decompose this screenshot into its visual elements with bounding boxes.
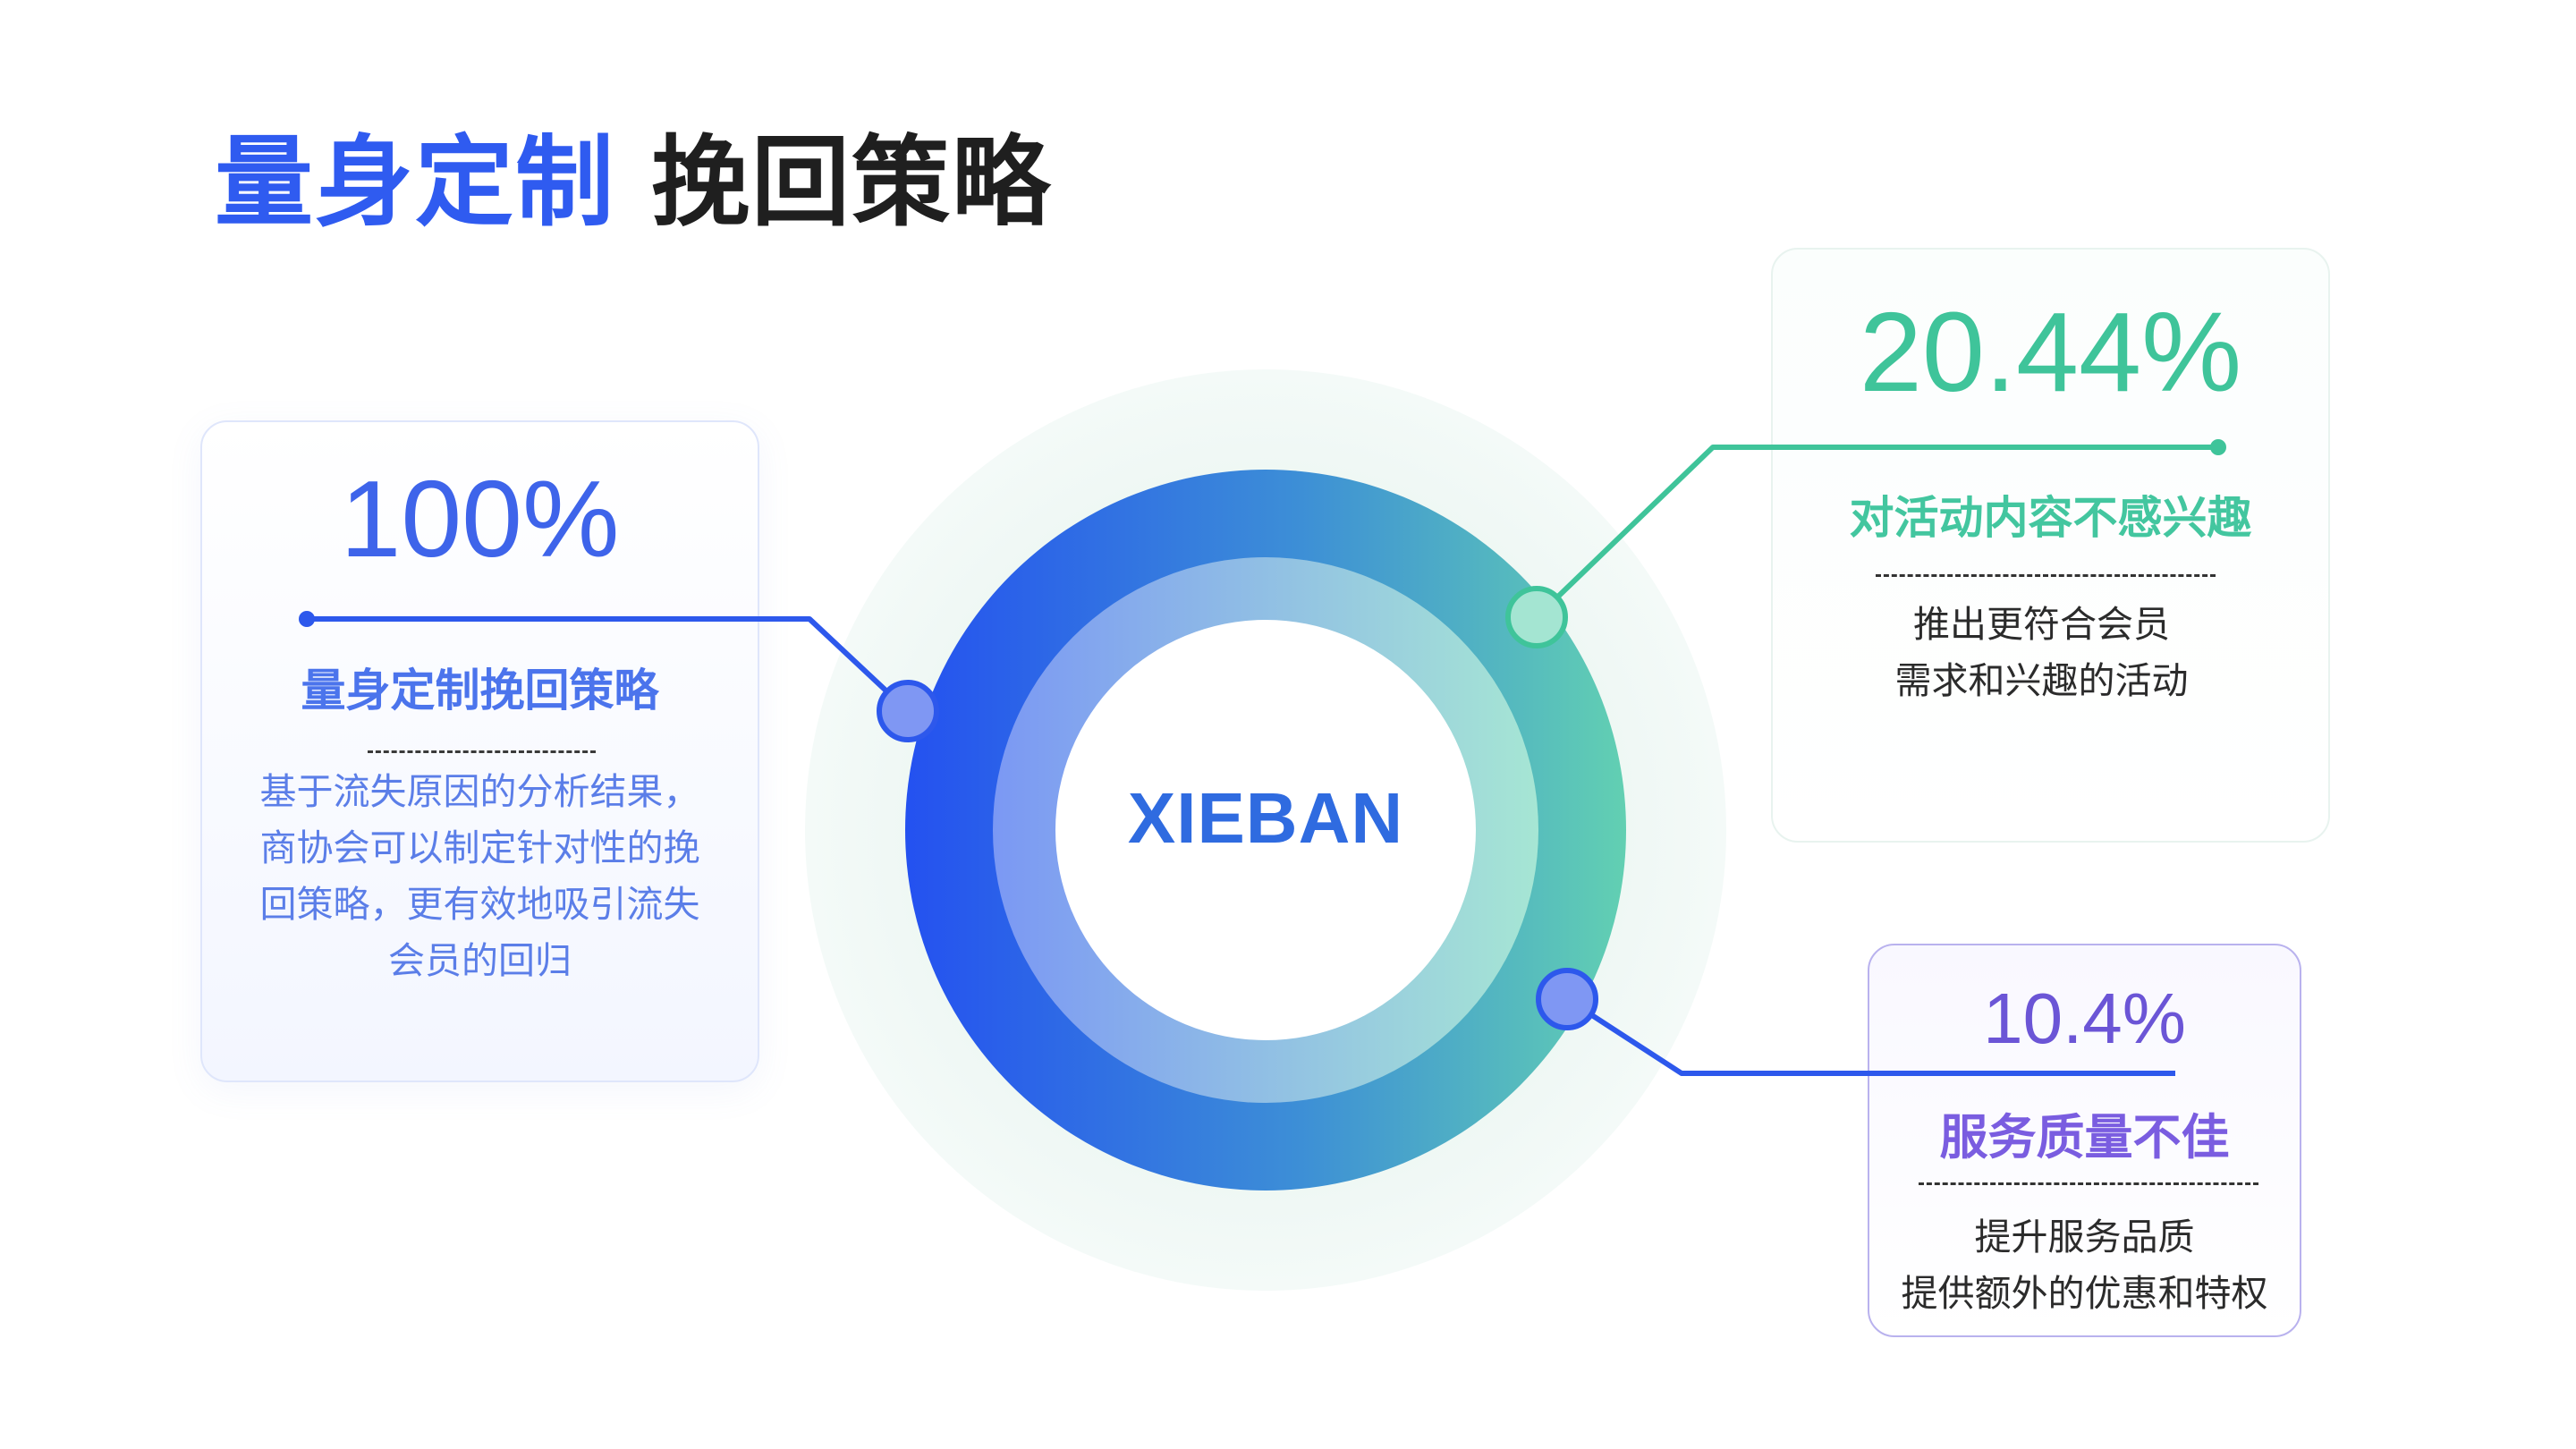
title-main: 挽回策略 — [651, 128, 1052, 238]
card-left-heading: 量身定制挽回策略 — [301, 665, 659, 716]
card-top-right-line: 需求和兴趣的活动 — [1894, 660, 2189, 701]
card-top-right-line: 推出更符合会员 — [1913, 604, 2170, 645]
card-left-line: 商协会可以制定针对性的挽 — [259, 827, 700, 869]
card-left-line: 会员的回归 — [388, 940, 572, 981]
card-left-divider — [368, 750, 596, 753]
card-left-percent: 100% — [340, 458, 620, 580]
card-top-right: 20.44% 对活动内容不感兴趣 推出更符合会员 需求和兴趣的活动 — [1771, 248, 2330, 843]
card-bottom-right-line: 提供额外的优惠和特权 — [1901, 1273, 2268, 1314]
card-left-line: 回策略，更有效地吸引流失 — [259, 884, 700, 925]
card-bottom-right-heading: 服务质量不佳 — [1939, 1111, 2230, 1165]
node-bottom-right — [1536, 968, 1598, 1030]
node-left — [877, 680, 939, 742]
card-bottom-right-line: 提升服务品质 — [1974, 1216, 2195, 1258]
card-left-line: 基于流失原因的分析结果， — [259, 771, 700, 812]
card-bottom-right-description: 提升服务品质 提供额外的优惠和特权 — [1869, 1209, 2300, 1322]
page-title: 量身定制挽回策略 — [215, 125, 1052, 242]
card-bottom-right: 10.4% 服务质量不佳 提升服务品质 提供额外的优惠和特权 — [1868, 944, 2301, 1337]
center-label: XIEBAN — [1127, 778, 1404, 858]
card-left-description: 基于流失原因的分析结果， 商协会可以制定针对性的挽 回策略，更有效地吸引流失 会… — [202, 764, 758, 989]
card-bottom-right-divider — [1919, 1182, 2258, 1185]
node-top-right — [1505, 586, 1568, 648]
card-bottom-right-percent: 10.4% — [1983, 979, 2186, 1058]
card-left: 100% 量身定制挽回策略 基于流失原因的分析结果， 商协会可以制定针对性的挽 … — [200, 420, 759, 1082]
card-top-right-divider — [1876, 574, 2216, 577]
card-top-right-description: 推出更符合会员 需求和兴趣的活动 — [1764, 597, 2319, 709]
card-top-right-percent: 20.44% — [1859, 289, 2242, 415]
card-top-right-heading: 对活动内容不感兴趣 — [1849, 493, 2252, 543]
title-highlight: 量身定制 — [215, 128, 615, 238]
